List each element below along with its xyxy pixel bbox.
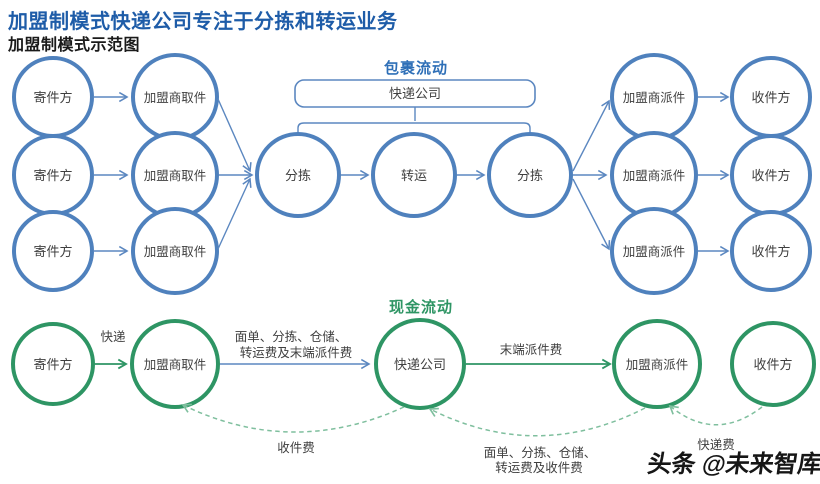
node-sender-3-label: 寄件方	[33, 244, 72, 259]
arrow-sort-dispatch1	[572, 99, 611, 172]
node-cash-receiver-label: 收件方	[753, 357, 792, 372]
label-back-fees-line1: 面单、分拣、仓储、	[484, 445, 597, 460]
arrow-pickup3-sort	[217, 177, 252, 250]
cash-flow-section-label: 现金流动	[389, 298, 453, 316]
node-cash-dispatcher	[612, 319, 702, 409]
node-cash-receiver	[730, 321, 816, 407]
company-box: 快递公司	[294, 79, 536, 134]
label-pickup-fee: 收件费	[277, 441, 315, 455]
node-sender-2-label: 寄件方	[33, 168, 72, 183]
toutiao-watermark: 头条 @未来智库	[645, 451, 820, 478]
company-bracket	[297, 122, 531, 134]
package-center-nodes: 分拣 转运 分拣	[255, 132, 573, 218]
company-box-label: 快递公司	[389, 86, 441, 101]
node-receiver-1-label: 收件方	[751, 90, 790, 105]
package-sender-nodes: 寄件方 寄件方 寄件方	[12, 56, 94, 292]
label-fees-line1: 面单、分拣、仓储、	[235, 329, 348, 344]
node-cash-dispatcher-label: 加盟商派件	[626, 357, 689, 372]
cash-flow-nodes: 寄件方 加盟商取件 快递公司 加盟商派件 收件方	[11, 318, 816, 410]
package-dispatcher-nodes: 加盟商派件 加盟商派件 加盟商派件	[610, 53, 698, 295]
figure-title: 加盟制模式快递公司专注于分拣和转运业务	[8, 11, 398, 33]
dashed-company-pickup	[181, 403, 405, 433]
node-cash-company	[374, 318, 466, 410]
node-dispatch-3	[610, 207, 698, 295]
figure-subtitle: 加盟制模式示范图	[8, 37, 141, 54]
label-fees-line2: 转运费及末端派件费	[240, 345, 353, 360]
cash-flow-return-arrows: 收件费 面单、分拣、仓储、 转运费及收件费 快递费	[181, 403, 763, 475]
label-back-express-fee: 快递费	[697, 438, 735, 452]
node-sort-in	[255, 132, 341, 218]
node-cash-pickup	[130, 319, 220, 409]
dashed-dispatcher-company	[428, 407, 646, 437]
cash-flow-arrows: 快递 面单、分拣、仓储、 转运费及末端派件费 末端派件费	[95, 329, 612, 370]
node-cash-sender	[11, 322, 95, 406]
package-pickup-nodes: 加盟商取件 加盟商取件 加盟商取件	[131, 53, 219, 295]
package-flow-section-label: 包裹流动	[384, 59, 448, 77]
package-receiver-nodes: 收件方 收件方 收件方	[730, 56, 812, 292]
node-dispatch-1-label: 加盟商派件	[623, 90, 686, 105]
node-cash-pickup-label: 加盟商取件	[144, 357, 207, 372]
node-receiver-3	[730, 210, 812, 292]
node-pickup-3-label: 加盟商取件	[144, 244, 207, 259]
label-lastmile-fee: 末端派件费	[500, 343, 563, 357]
node-sender-3	[12, 210, 94, 292]
dashed-receiver-dispatcher	[668, 404, 763, 426]
node-sort-out	[487, 132, 573, 218]
arrow-sort-dispatch3	[572, 178, 611, 251]
node-transfer	[371, 132, 457, 218]
node-sort-out-label: 分拣	[517, 168, 543, 183]
arrow-pickup1-sort	[217, 98, 252, 173]
node-pickup-1-label: 加盟商取件	[144, 90, 207, 105]
node-dispatch-3-label: 加盟商派件	[623, 244, 686, 259]
node-pickup-2-label: 加盟商取件	[144, 168, 207, 183]
package-flow-arrows	[93, 91, 730, 257]
node-sort-in-label: 分拣	[285, 168, 311, 183]
label-back-fees-line2: 转运费及收件费	[495, 460, 583, 475]
node-sender-1-label: 寄件方	[33, 90, 72, 105]
label-express: 快递	[100, 330, 126, 344]
node-pickup-3	[131, 207, 219, 295]
node-transfer-label: 转运	[401, 168, 427, 183]
node-cash-company-label: 快递公司	[394, 357, 446, 372]
node-receiver-3-label: 收件方	[751, 244, 790, 259]
node-cash-sender-label: 寄件方	[33, 357, 72, 372]
node-dispatch-2-label: 加盟商派件	[623, 168, 686, 183]
node-receiver-2-label: 收件方	[751, 168, 790, 183]
